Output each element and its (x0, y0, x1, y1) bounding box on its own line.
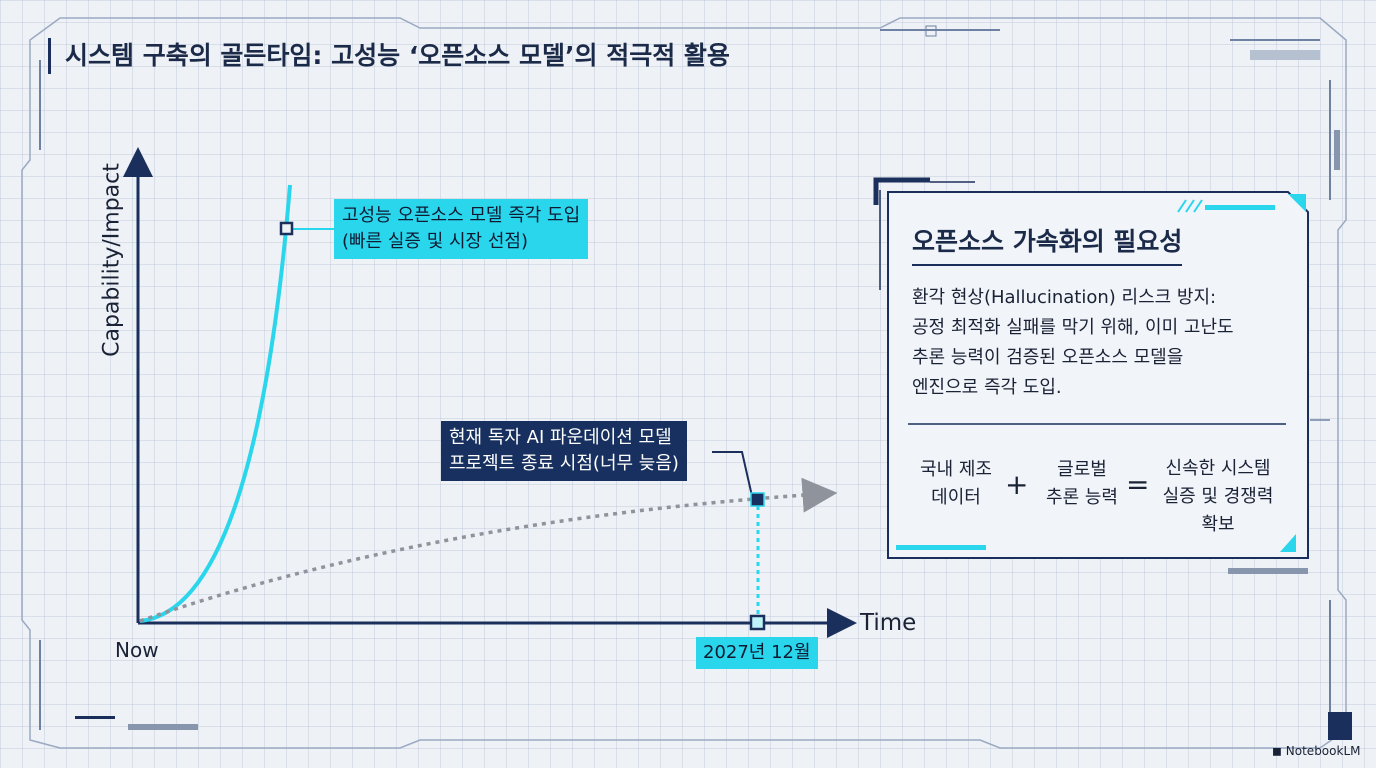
equation-term-line: 신속한 시스템 (1165, 458, 1271, 479)
fast-adoption-point (279, 221, 294, 236)
brand-icon: ◼ (1272, 744, 1286, 758)
panel-body-line: 공정 최적화 실패를 막기 위해, 이미 고난도 (912, 317, 1234, 338)
x-axis-label: Time (860, 610, 917, 636)
date-marker-label: 2027년 12월 (696, 637, 818, 669)
date-point (749, 614, 766, 631)
slow-callout-line2: 프로젝트 종료 시점(너무 늦음) (449, 453, 679, 474)
panel-heading: 오픈소스 가속화의 필요성 (912, 222, 1183, 266)
equation-term-line: 확보 (1201, 514, 1235, 535)
equation-equals: = (1126, 468, 1150, 501)
slow-project-curve (139, 477, 838, 623)
fast-adoption-curve (139, 184, 292, 623)
fast-adoption-callout: 고성능 오픈소스 모델 즉각 도입 (빠른 실증 및 시장 선점) (334, 199, 589, 259)
panel-body-line: 추론 능력이 검증된 오픈소스 모델을 (912, 347, 1184, 368)
equation-term-domestic-data: 국내 제조 데이터 (908, 456, 1004, 512)
brand-watermark: ◼ NotebookLM (1272, 744, 1360, 758)
equation-term-line: 데이터 (931, 487, 981, 508)
slow-callout-line1: 현재 독자 AI 파운데이션 모델 (449, 427, 672, 448)
equation-result: 신속한 시스템 실증 및 경쟁력 확보 (1150, 455, 1286, 539)
equation-term-global-reasoning: 글로벌 추론 능력 (1030, 456, 1134, 512)
fast-callout-line1: 고성능 오픈소스 모델 즉각 도입 (342, 205, 581, 226)
slow-callout-leader (712, 451, 753, 497)
origin-label: Now (115, 638, 159, 662)
panel-body-line: 환각 현상(Hallucination) 리스크 방지: (912, 287, 1217, 308)
equation-term-line: 실증 및 경쟁력 (1162, 486, 1274, 507)
project-end-callout: 현재 독자 AI 파운데이션 모델 프로젝트 종료 시점(너무 늦음) (441, 421, 687, 481)
equation-term-line: 국내 제조 (920, 459, 992, 480)
fast-callout-line2: (빠른 실증 및 시장 선점) (342, 231, 528, 252)
panel-body-line: 엔진으로 즉각 도입. (912, 377, 1062, 398)
page-title: 시스템 구축의 골든타임: 고성능 ‘오픈소스 모델’의 적극적 활용 (48, 38, 730, 74)
equation-term-line: 추론 능력 (1046, 487, 1118, 508)
project-end-point (750, 492, 765, 507)
equation-term-line: 글로벌 (1057, 459, 1107, 480)
panel-body: 환각 현상(Hallucination) 리스크 방지: 공정 최적화 실패를 … (912, 283, 1234, 403)
equation-plus: + (1005, 468, 1029, 501)
brand-label: NotebookLM (1285, 744, 1361, 758)
